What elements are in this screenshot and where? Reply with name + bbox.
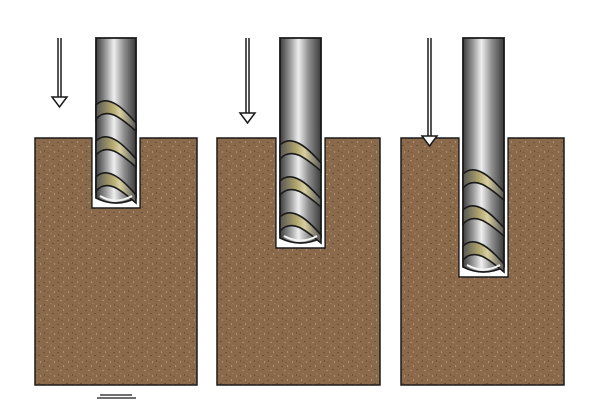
tool-flute (462, 168, 505, 202)
tool-flute (95, 171, 137, 205)
end-mill-icon (462, 37, 505, 274)
cropped-mark (97, 394, 136, 399)
tool-flute (95, 99, 137, 133)
end-mill-icon (95, 37, 137, 205)
tool-tip-highlight (466, 264, 501, 271)
tool-flute (462, 240, 505, 274)
wood-block (34, 137, 198, 386)
tool-flute (462, 204, 505, 238)
down-arrow-icon (420, 38, 439, 148)
panel-deep-plunge (400, 37, 565, 386)
wood-block (400, 137, 565, 386)
tool-flute (95, 135, 137, 169)
tool-tip-highlight (99, 195, 133, 202)
panel-shallow-plunge (34, 37, 198, 386)
wood-block (216, 137, 381, 386)
down-arrow-icon (238, 38, 257, 125)
tool-body (462, 37, 505, 273)
tool-tip-highlight (283, 235, 318, 242)
down-arrow-icon (50, 38, 69, 109)
tool-flute (279, 139, 322, 173)
tool-flute (279, 211, 322, 245)
tool-flute (279, 175, 322, 209)
panel-medium-plunge (216, 37, 381, 386)
end-mill-icon (279, 37, 322, 245)
